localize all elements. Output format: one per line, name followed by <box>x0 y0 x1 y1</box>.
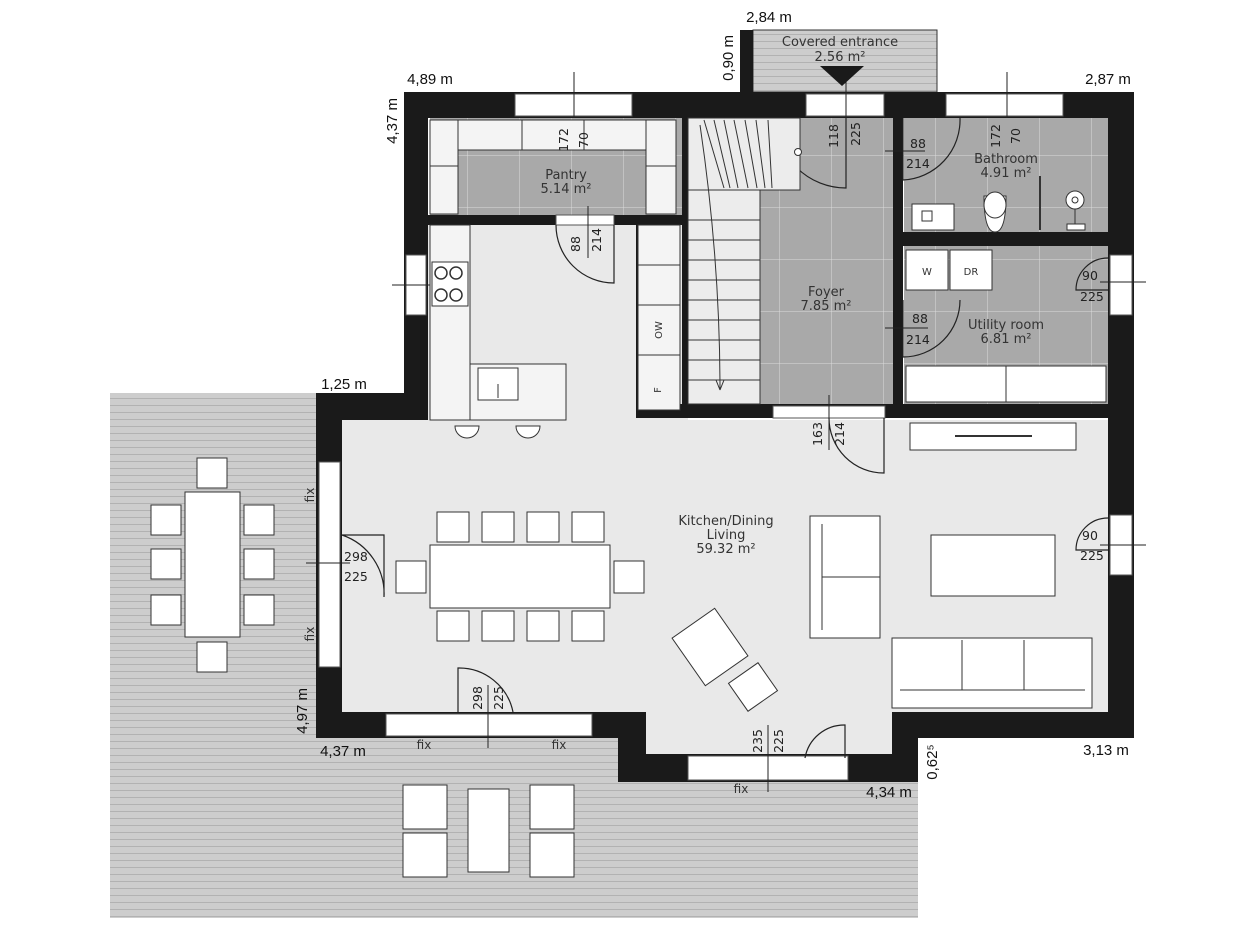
dryer-label: DR <box>964 267 979 278</box>
bath-window-width: 172 <box>988 124 1003 148</box>
utility-door-height: 214 <box>906 332 930 347</box>
bathroom-area: 4.91 m² <box>981 166 1032 181</box>
outer-dimensions: 2,84 m 0,90 m 4,89 m 2,87 m 4,37 m 1,25 … <box>294 9 1131 801</box>
fridge-label: F <box>653 387 664 393</box>
dim-west-upper: 4,37 m <box>384 98 401 144</box>
south-door-height: 225 <box>491 686 506 710</box>
entry-door-height: 225 <box>848 122 863 146</box>
se-door-height: 225 <box>771 729 786 753</box>
utility-window-height: 225 <box>1080 289 1104 304</box>
dim-south-left: 4,37 m <box>320 743 366 760</box>
washer-label: W <box>922 267 932 278</box>
dim-south-step: 0,62⁵ <box>924 744 941 779</box>
opening-markers <box>306 72 1146 792</box>
utility-door-width: 88 <box>912 311 928 326</box>
se-door-width: 235 <box>750 729 765 753</box>
pantry-window-width: 172 <box>556 128 571 152</box>
dining-set <box>395 511 645 642</box>
living-window-width: 90 <box>1082 528 1098 543</box>
dim-west-lower: 4,97 m <box>294 688 311 734</box>
utility-name: Utility room <box>968 318 1044 333</box>
pantry-door-height: 214 <box>589 228 604 252</box>
living-name-1: Kitchen/Dining <box>678 514 773 529</box>
kitchen <box>429 224 681 439</box>
foyer-door-height: 214 <box>832 422 847 446</box>
dim-south-center: 4,34 m <box>866 784 912 801</box>
fix-label-se: fix <box>734 782 749 796</box>
fix-label-south-left: fix <box>417 738 432 752</box>
entry-door-width: 118 <box>826 124 841 148</box>
utility-appliances <box>905 249 1107 403</box>
living-window-height: 225 <box>1080 548 1104 563</box>
dim-north-left: 4,89 m <box>407 71 453 88</box>
covered-entrance-area: 2.56 m² <box>815 50 866 65</box>
fix-label-west-top: fix <box>303 488 317 503</box>
bathroom-name: Bathroom <box>974 152 1038 167</box>
pantry-counters <box>429 119 677 215</box>
foyer-name: Foyer <box>808 285 845 300</box>
utility-window-width: 90 <box>1082 268 1098 283</box>
living-area: 59.32 m² <box>696 542 755 557</box>
fix-label-west-bottom: fix <box>303 627 317 642</box>
dim-entrance-depth: 0,90 m <box>720 35 737 81</box>
bath-door-height: 214 <box>906 156 930 171</box>
pantry-door-width: 88 <box>568 236 583 252</box>
bath-door-width: 88 <box>910 136 926 151</box>
west-door-width: 298 <box>344 549 368 564</box>
foyer-area: 7.85 m² <box>801 299 852 314</box>
west-terrace <box>110 393 918 918</box>
bath-window-height: 70 <box>1008 128 1023 144</box>
living-name-2: Living <box>707 528 746 543</box>
terrace-furniture <box>150 457 575 878</box>
utility-area: 6.81 m² <box>981 332 1032 347</box>
pantry-window-height: 70 <box>576 132 591 148</box>
dim-entrance-width: 2,84 m <box>746 9 792 26</box>
room-labels: Covered entrance 2.56 m² Pantry 5.14 m² … <box>541 35 1044 557</box>
south-door-width: 298 <box>470 686 485 710</box>
pantry-area: 5.14 m² <box>541 182 592 197</box>
fix-label-south-right: fix <box>552 738 567 752</box>
dim-south-right: 3,13 m <box>1083 742 1129 759</box>
opening-labels: 172 70 172 70 118 225 88 214 88 214 90 2… <box>344 122 1104 753</box>
covered-entrance-name: Covered entrance <box>782 35 898 50</box>
dim-north-right: 2,87 m <box>1085 71 1131 88</box>
fix-labels: fix fix fix fix fix <box>303 488 748 796</box>
dim-step-west: 1,25 m <box>321 376 367 393</box>
appliance-labels: W DR OW F <box>653 267 978 393</box>
west-door-height: 225 <box>344 569 368 584</box>
bathroom-fixtures <box>911 176 1086 233</box>
staircase <box>687 117 802 405</box>
foyer-door-width: 163 <box>810 422 825 446</box>
pantry-name: Pantry <box>545 168 587 183</box>
entrance-arrow-icon <box>820 66 864 86</box>
oven-label: OW <box>654 321 665 339</box>
living-furniture <box>671 422 1093 712</box>
